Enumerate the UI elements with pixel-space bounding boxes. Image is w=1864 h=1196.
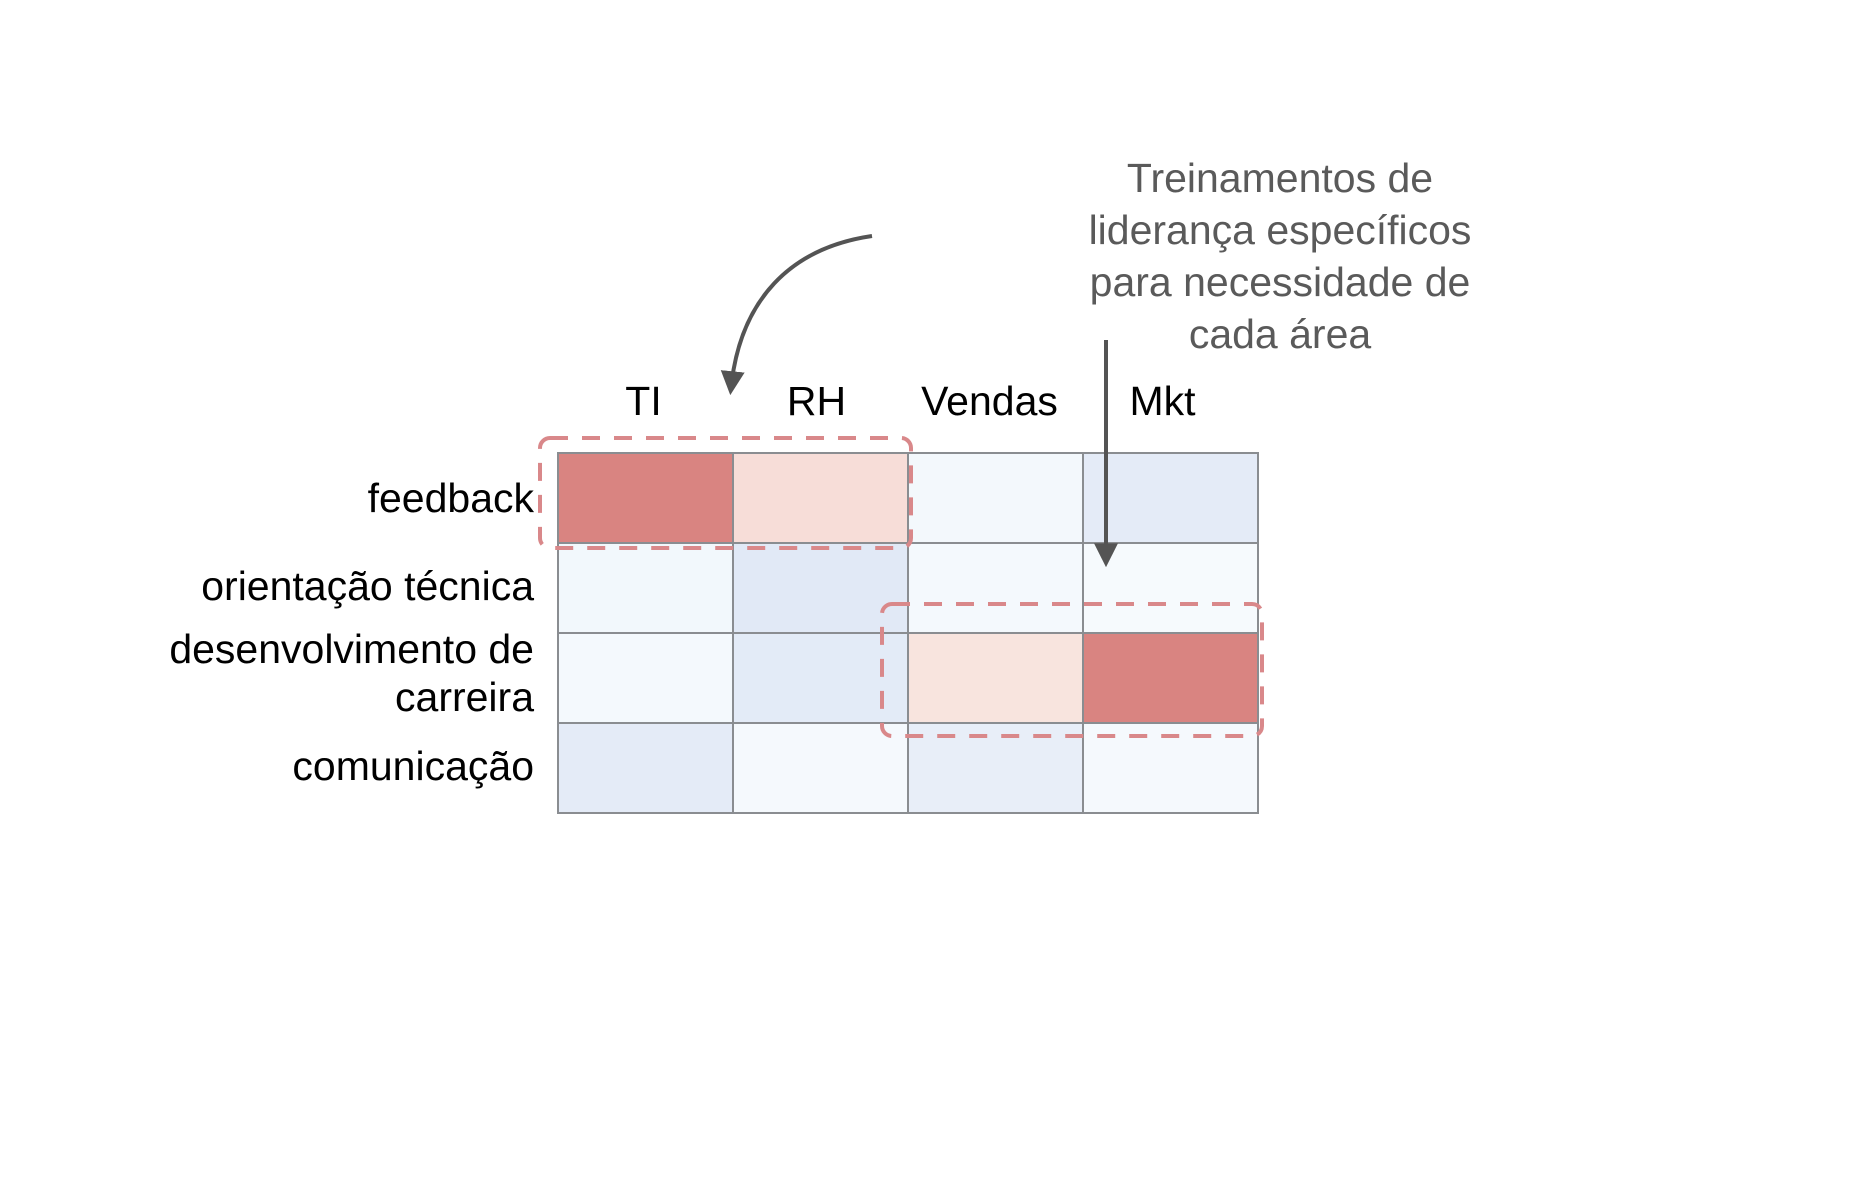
row-label-feedback: feedback (367, 475, 534, 521)
heatmap-cell-comunicacao-mkt[interactable] (1082, 722, 1259, 814)
heatmap-cell-carreira-ti[interactable] (557, 632, 734, 724)
heatmap-grid (557, 452, 1259, 814)
heatmap-cell-carreira-vendas[interactable] (907, 632, 1084, 724)
column-header-mkt: Mkt (1129, 378, 1196, 424)
column-header-ti: TI (625, 378, 662, 424)
heatmap-cell-feedback-rh[interactable] (732, 452, 909, 544)
heatmap-cell-comunicacao-rh[interactable] (732, 722, 909, 814)
heatmap-cell-orientacao-vendas[interactable] (907, 542, 1084, 634)
table-row (557, 542, 1259, 634)
heatmap-cell-feedback-ti[interactable] (557, 452, 734, 544)
row-label-orientacao-tecnica: orientação técnica (201, 563, 534, 609)
heatmap-cell-feedback-mkt[interactable] (1082, 452, 1259, 544)
heatmap-cell-feedback-vendas[interactable] (907, 452, 1084, 544)
row-label-comunicacao: comunicação (292, 743, 534, 789)
table-row (557, 452, 1259, 544)
heatmap-cell-carreira-mkt[interactable] (1082, 632, 1259, 724)
heatmap-cell-orientacao-rh[interactable] (732, 542, 909, 634)
annotation-callout-text: Treinamentos de liderança específicos pa… (1088, 155, 1472, 358)
curved-arrow-to-feedback-row (720, 234, 873, 396)
heatmap-cell-carreira-rh[interactable] (732, 632, 909, 724)
heatmap-table (557, 452, 1259, 814)
heatmap-cell-orientacao-mkt[interactable] (1082, 542, 1259, 634)
heatmap-body (557, 452, 1259, 814)
heatmap-cell-comunicacao-ti[interactable] (557, 722, 734, 814)
column-header-rh: RH (786, 378, 847, 424)
table-row (557, 632, 1259, 724)
row-label-desenvolvimento-de-carreira: desenvolvimento de carreira (169, 626, 534, 721)
table-row (557, 722, 1259, 814)
column-header-vendas: Vendas (921, 378, 1058, 424)
heatmap-cell-comunicacao-vendas[interactable] (907, 722, 1084, 814)
heatmap-cell-orientacao-ti[interactable] (557, 542, 734, 634)
